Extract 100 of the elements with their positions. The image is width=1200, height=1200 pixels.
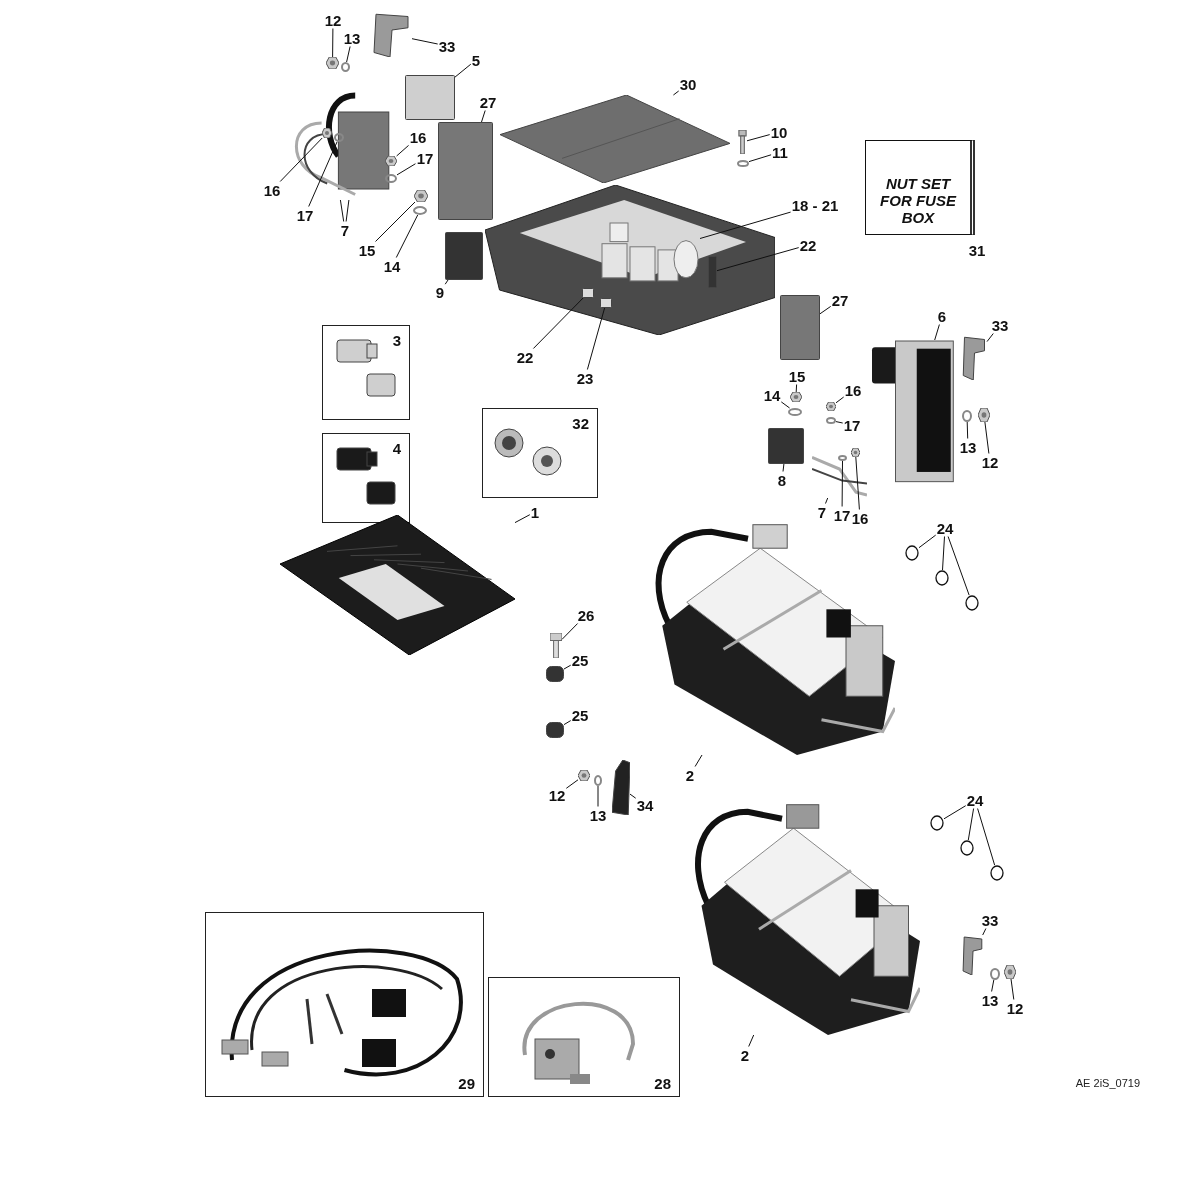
callout-number: 33: [980, 911, 1000, 929]
kit-frame: [488, 977, 680, 1097]
nut-drawing: [385, 156, 397, 166]
leader-line: [825, 497, 829, 504]
leader-line: [481, 110, 486, 123]
leader-line: [984, 421, 990, 454]
box: [780, 295, 820, 360]
washer-drawing: [594, 775, 602, 786]
box: [768, 428, 804, 464]
washer-drawing: [990, 968, 1000, 980]
washer-drawing: [962, 410, 972, 422]
callout-number: 13: [588, 806, 608, 824]
callout-number: 29: [458, 1075, 475, 1092]
leader-line: [454, 63, 472, 78]
leader-line: [942, 536, 945, 571]
washer-drawing: [737, 160, 749, 167]
callout-number: 16: [843, 381, 863, 399]
leader-line: [967, 808, 975, 841]
callout-number: 17: [842, 416, 862, 434]
callout-number: 30: [678, 75, 698, 93]
o-ring-drawing: [905, 545, 919, 561]
leader-line: [332, 28, 334, 58]
callout-number: 10: [769, 123, 789, 141]
leader-line: [411, 38, 439, 45]
callout-number: 13: [980, 991, 1000, 1009]
leader-line: [716, 247, 800, 272]
leader-line: [918, 534, 937, 549]
callout-number: 25: [570, 651, 590, 669]
booklet-title: NUT SET FOR FUSE BOX: [879, 175, 958, 226]
bracket-drawing: [372, 12, 412, 57]
leader-line: [699, 211, 792, 239]
leader-line: [835, 421, 844, 424]
leader-line: [346, 46, 351, 63]
callout-number: 34: [635, 796, 655, 814]
leader-line: [1010, 978, 1015, 1000]
callout-number: 4: [392, 440, 401, 457]
callout-number: 11: [771, 143, 789, 161]
box: [600, 298, 612, 308]
nut-drawing: [326, 57, 339, 69]
leader-line: [986, 333, 994, 343]
leader-line: [395, 214, 419, 258]
callout-number: 22: [515, 348, 535, 366]
screw-drawing: [550, 633, 562, 658]
o-ring-drawing: [930, 815, 944, 831]
bolt-drawing: [738, 130, 747, 154]
leader-line: [629, 793, 637, 799]
nut-drawing: [322, 128, 332, 138]
callout-number: 2: [684, 766, 696, 784]
kit-frame: [482, 408, 598, 498]
washer-drawing: [788, 408, 802, 416]
callout-number: 12: [547, 786, 567, 804]
callout-number: 28: [654, 1075, 671, 1092]
nut-drawing: [826, 402, 836, 411]
leader-line: [795, 384, 798, 393]
washer-drawing: [334, 133, 344, 142]
leader-line: [444, 279, 449, 285]
callout-number: 26: [576, 606, 596, 624]
leader-line: [841, 460, 843, 507]
leader-line: [308, 141, 338, 207]
leader-line: [694, 754, 703, 767]
callout-number: 9: [434, 283, 446, 301]
callout-number: 14: [382, 257, 402, 275]
callout-number: 3: [392, 332, 401, 349]
bracket-plate-drawing: [612, 760, 630, 815]
callout-number: 15: [357, 241, 377, 259]
callout-number: 18 - 21: [790, 196, 840, 214]
kit-frame: [322, 325, 410, 420]
box: [405, 75, 455, 120]
leader-line: [672, 90, 680, 96]
leader-line: [982, 928, 987, 936]
leader-line: [345, 199, 350, 222]
bracket-drawing: [962, 935, 984, 975]
callout-number: 17: [832, 506, 852, 524]
callout-number: 32: [572, 415, 589, 432]
leader-line: [966, 421, 969, 439]
callout-number: 1: [529, 503, 541, 521]
o-ring-drawing: [935, 570, 949, 586]
leader-line: [597, 785, 599, 807]
leader-line: [561, 623, 579, 640]
leader-line: [532, 297, 584, 349]
leader-line: [339, 199, 345, 222]
leader-line: [947, 536, 970, 596]
booklet: [865, 140, 975, 235]
o-ring-drawing: [965, 595, 979, 611]
leader-line: [835, 396, 845, 404]
leader-line: [375, 201, 416, 242]
callout-number: 12: [1005, 999, 1025, 1017]
callout-number: 22: [798, 236, 818, 254]
leader-line: [563, 664, 572, 670]
callout-number: 24: [935, 519, 955, 537]
callout-number: 33: [437, 37, 457, 55]
bracket-drawing: [962, 335, 987, 380]
nut-drawing: [578, 770, 590, 781]
leader-line: [991, 979, 995, 992]
callout-number: 7: [339, 221, 351, 239]
leader-line: [563, 720, 572, 726]
callout-number: 16: [262, 181, 282, 199]
callout-number: 15: [787, 367, 807, 385]
callout-number: 23: [575, 369, 595, 387]
callout-number: 12: [323, 11, 343, 29]
